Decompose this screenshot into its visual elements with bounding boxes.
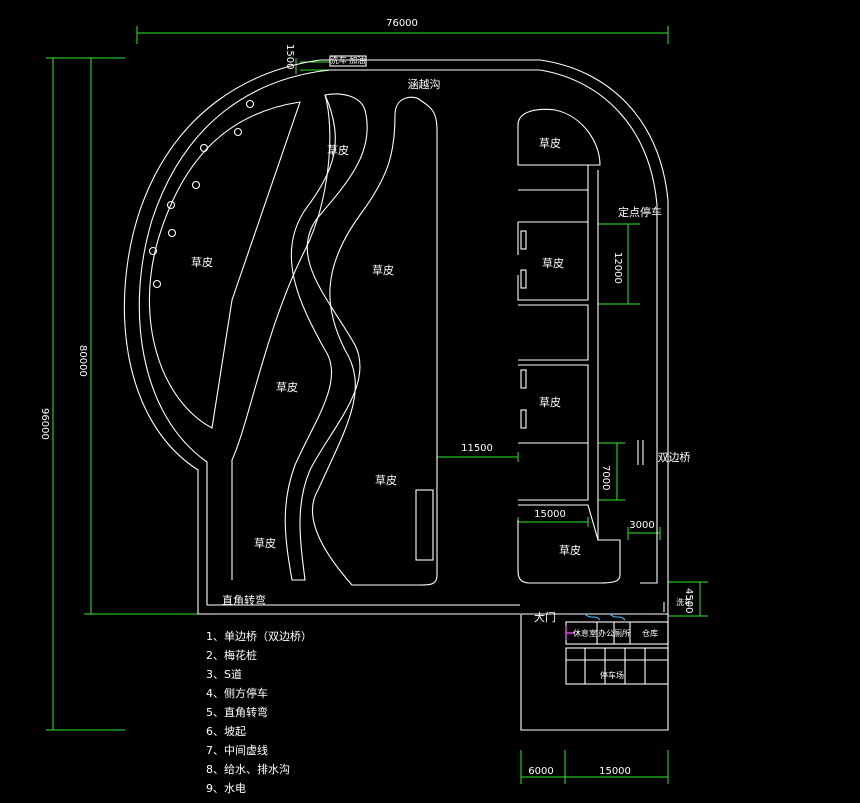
label-warehouse: 仓库 bbox=[642, 628, 658, 638]
dim-15000: 15000 bbox=[599, 766, 631, 777]
dimension-lines bbox=[46, 26, 708, 784]
label-grass-7: 草皮 bbox=[539, 137, 561, 150]
legend-item-1: 1、单边桥（双边桥） bbox=[206, 630, 312, 643]
parking-blocks bbox=[517, 108, 644, 584]
dim-15000-lot: 15000 bbox=[534, 509, 566, 520]
label-grass-9: 草皮 bbox=[539, 396, 561, 409]
label-wash-area: 洗车 bbox=[676, 597, 692, 607]
label-ditch: 涵越沟 bbox=[408, 77, 441, 91]
label-double-bridge: 双边桥 bbox=[658, 451, 691, 464]
dim-1500: 1500 bbox=[284, 44, 295, 69]
text-labels: 76000 1500 96000 80000 12000 11500 7000 … bbox=[39, 18, 694, 777]
legend-item-2: 2、梅花桩 bbox=[206, 648, 257, 662]
dim-4500: 4500 bbox=[683, 588, 694, 613]
dim-80000: 80000 bbox=[77, 345, 88, 377]
label-grass-4: 草皮 bbox=[276, 381, 298, 394]
legend-item-4: 4、侧方停车 bbox=[206, 686, 268, 700]
label-right-angle-turn: 直角转弯 bbox=[222, 593, 266, 607]
label-main-gate: 大门 bbox=[534, 610, 556, 624]
dim-7000: 7000 bbox=[600, 465, 611, 490]
dim-6000: 6000 bbox=[528, 766, 553, 777]
central-island bbox=[312, 96, 438, 586]
label-grass-6: 草皮 bbox=[254, 537, 276, 550]
label-grass-5: 草皮 bbox=[375, 474, 397, 487]
label-toilet: 厕所 bbox=[614, 628, 630, 638]
s-curve-road bbox=[231, 93, 368, 581]
label-lounge: 休息室 bbox=[573, 628, 597, 638]
label-grass-2: 草皮 bbox=[372, 264, 394, 277]
dim-11500: 11500 bbox=[461, 443, 493, 454]
label-fixed-parking: 定点停车 bbox=[618, 205, 662, 219]
label-office: 办公 bbox=[598, 628, 614, 638]
legend-item-9: 9、水电 bbox=[206, 782, 246, 795]
site-outline bbox=[123, 59, 669, 731]
label-building-parking: 停车场 bbox=[600, 670, 624, 680]
legend-item-7: 7、中间虚线 bbox=[206, 743, 268, 757]
label-grass-8: 草皮 bbox=[542, 257, 564, 270]
dim-3000: 3000 bbox=[629, 520, 654, 531]
legend: 1、单边桥（双边桥） 2、梅花桩 3、S道 4、侧方停车 5、直角转弯 6、坡起… bbox=[206, 630, 312, 795]
legend-item-5: 5、直角转弯 bbox=[206, 705, 268, 719]
legend-item-8: 8、给水、排水沟 bbox=[206, 762, 290, 776]
dim-96000: 96000 bbox=[39, 408, 50, 440]
dim-12000: 12000 bbox=[612, 252, 623, 284]
slope-platform bbox=[415, 489, 434, 561]
gate-buildings bbox=[565, 602, 669, 685]
top-building bbox=[329, 55, 367, 67]
plum-pile-circles bbox=[148, 99, 255, 289]
label-grass-1: 草皮 bbox=[327, 144, 349, 157]
label-grass-10: 草皮 bbox=[559, 544, 581, 557]
label-top-building: 洗车 加油 bbox=[331, 55, 366, 65]
legend-item-6: 6、坡起 bbox=[206, 725, 246, 738]
legend-item-3: 3、S道 bbox=[206, 667, 242, 681]
dim-top-width: 76000 bbox=[386, 18, 418, 29]
label-grass-3: 草皮 bbox=[191, 256, 213, 269]
